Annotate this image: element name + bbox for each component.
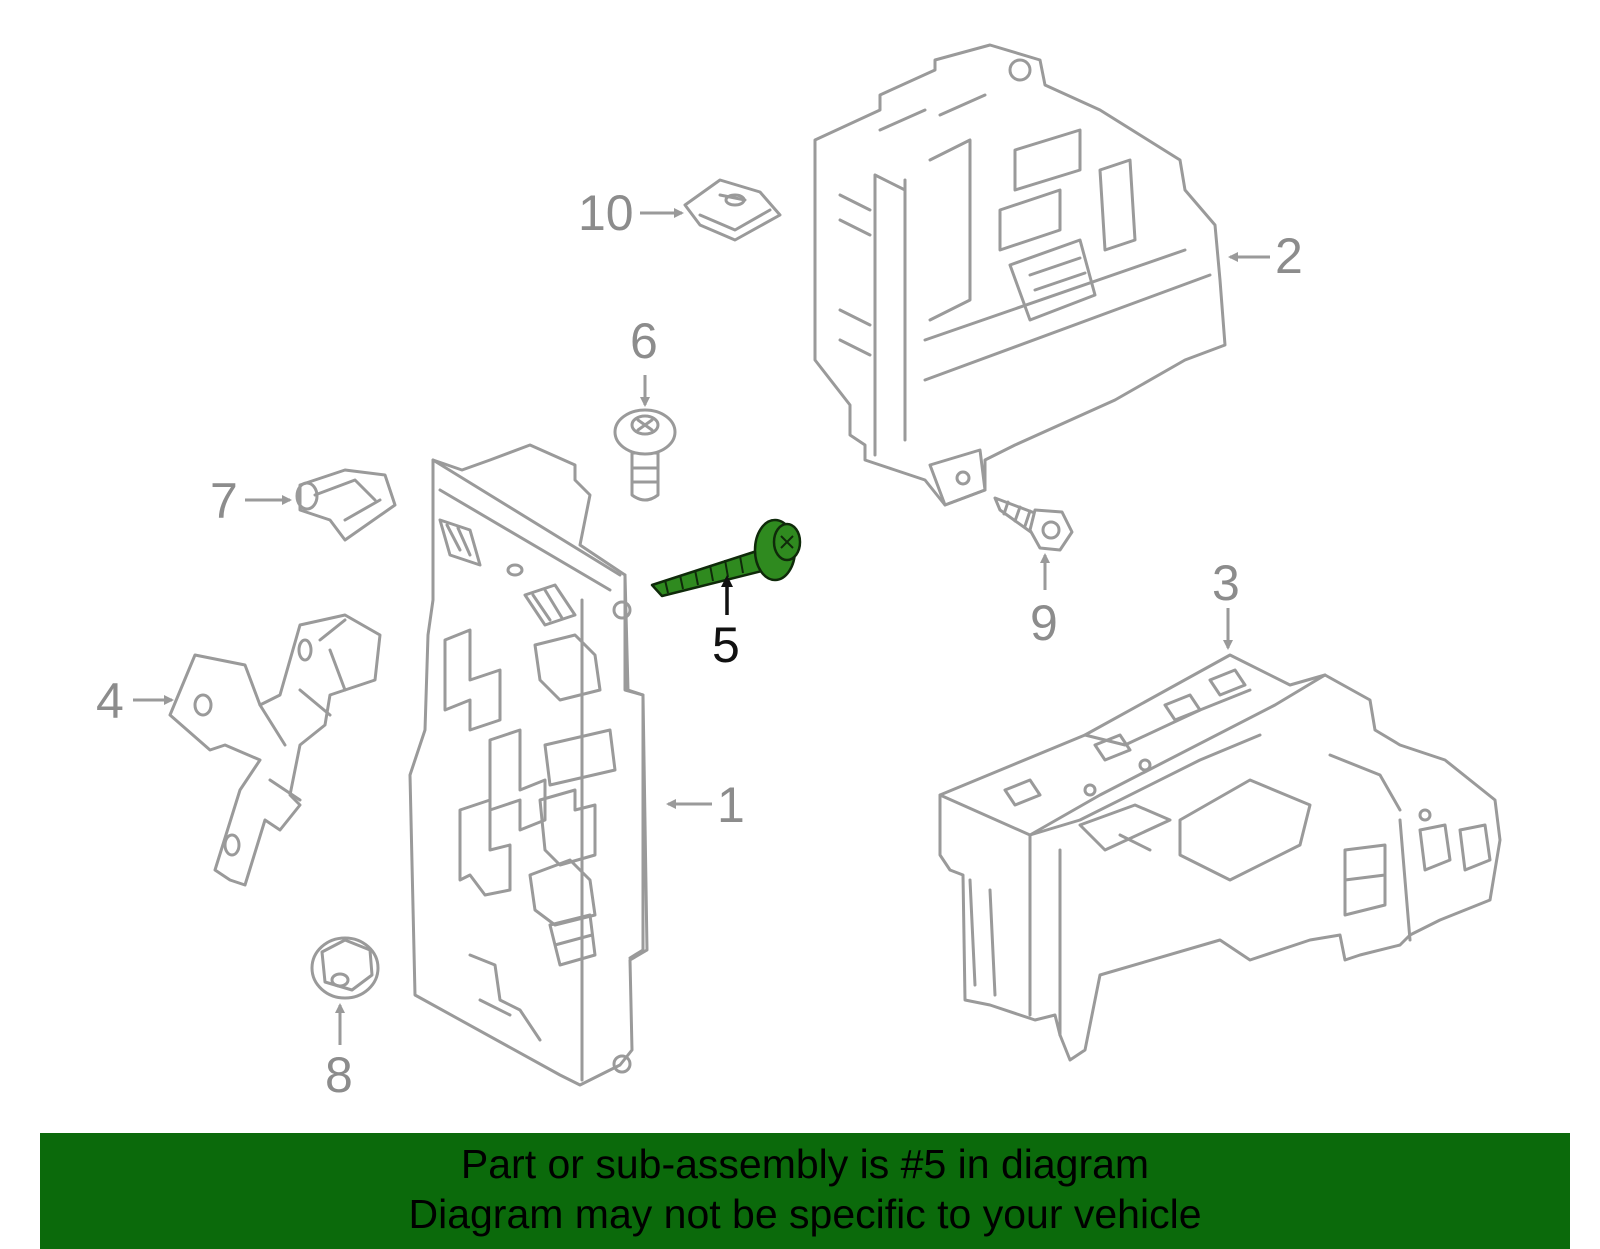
- part-9-bolt: [993, 496, 1074, 552]
- part-5-bolt: [650, 518, 802, 598]
- callout-10: 10: [578, 185, 634, 241]
- part-8-nut: [310, 936, 380, 1000]
- callout-8: 8: [325, 1047, 353, 1103]
- part-4-bracket: [168, 613, 382, 887]
- banner-line-1: Part or sub-assembly is #5 in diagram: [460, 1141, 1150, 1187]
- part-1-module: [408, 443, 649, 1087]
- callout-5: 5: [712, 617, 740, 673]
- banner-line-2: Diagram may not be specific to your vehi…: [408, 1191, 1202, 1237]
- callout-4: 4: [96, 673, 124, 729]
- part-10-clip: [683, 178, 782, 242]
- callout-6: 6: [630, 313, 658, 369]
- info-banner: Part or sub-assembly is #5 in diagram Di…: [40, 1133, 1570, 1249]
- part-6-screw: [613, 408, 677, 502]
- part-3-fuse-box: [938, 653, 1502, 1062]
- part-7-clip: [295, 468, 397, 542]
- part-2-relay-bracket: [813, 43, 1227, 507]
- callout-2: 2: [1275, 228, 1303, 284]
- callout-3: 3: [1212, 555, 1240, 611]
- callout-9: 9: [1030, 595, 1058, 651]
- callout-7: 7: [210, 473, 238, 529]
- callout-1: 1: [717, 777, 745, 833]
